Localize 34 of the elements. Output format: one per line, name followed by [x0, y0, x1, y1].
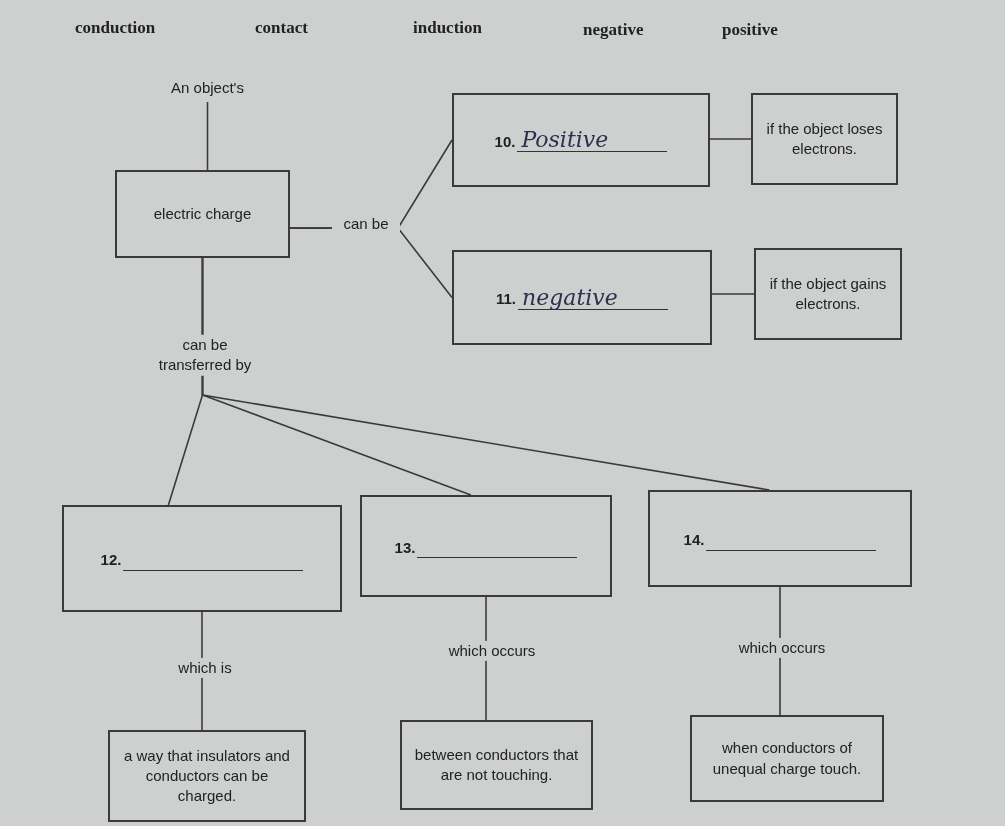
concept-text: between conductors that are not touching. [413, 744, 580, 785]
word-bank-term: positive [722, 20, 778, 40]
handwritten-answer: negative [518, 285, 668, 310]
concept-box [452, 93, 710, 187]
concept-box [62, 505, 342, 612]
question-number: 11. [496, 289, 516, 310]
word-bank-term: conduction [75, 18, 156, 38]
concept-text: An object's [171, 77, 244, 98]
concept-text: if the object loses electrons. [765, 118, 884, 159]
connector-line [711, 293, 755, 295]
question-number: 12. [100, 550, 122, 571]
concept-box [108, 730, 306, 822]
concept-text: a way that insulators and conductors can be charged. [123, 745, 291, 807]
concept-box [690, 715, 884, 802]
connector-line [709, 138, 752, 140]
word-bank-term: contact [255, 18, 308, 38]
concept-text: if the object gains electrons. [768, 273, 888, 314]
concept-box [648, 490, 912, 587]
word-bank-term: negative [583, 20, 644, 40]
concept-box [360, 495, 612, 597]
concept-box [400, 720, 593, 810]
connector-line [201, 257, 771, 491]
question-number: 10. [494, 131, 516, 152]
concept-text: when conductors of unequal charge touch. [711, 738, 863, 779]
connector-line [206, 101, 209, 171]
concept-box [115, 170, 290, 258]
handwritten-answer: Positive [517, 128, 668, 152]
question-number: 14. [683, 530, 705, 551]
question-number: 13. [394, 537, 416, 558]
concept-box [452, 250, 712, 345]
word-bank-term: induction [413, 18, 482, 38]
concept-box [751, 93, 898, 185]
concept-text: electric charge [153, 203, 252, 224]
concept-box [754, 248, 902, 340]
